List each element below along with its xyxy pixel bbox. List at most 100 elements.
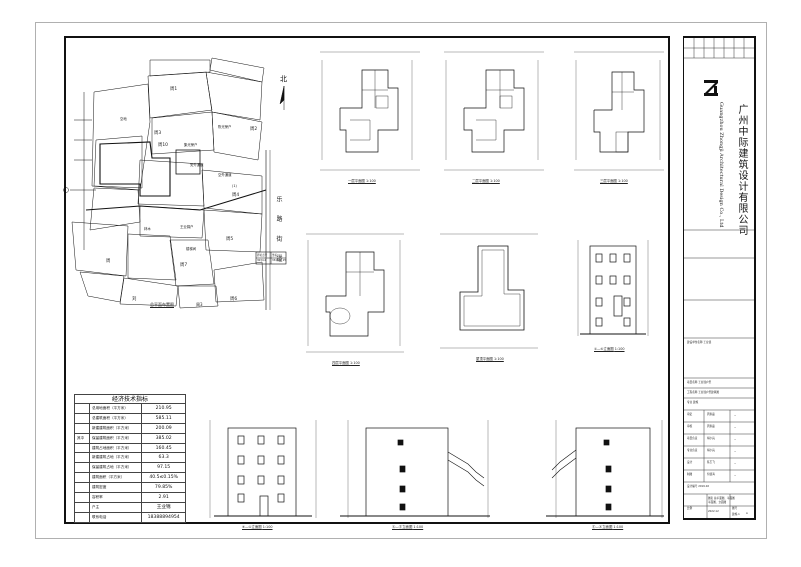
tech-label: 建筑占地面积（平方米） (88, 442, 143, 454)
tech-group-cell (74, 412, 90, 424)
title-block-lines (684, 38, 754, 518)
staff-name: 周永磊 (707, 425, 715, 428)
roof-plan (440, 233, 538, 349)
site-label: 空地 (120, 117, 127, 121)
plan-title: Ⓐ—Ⓔ立面图 1:100 (392, 525, 424, 529)
plan-title: 二层平面图 1:100 (472, 179, 500, 183)
site-plan-title: 总平面布置图 (150, 302, 174, 307)
tech-group-cell (74, 492, 90, 503)
tech-group-cell (74, 511, 90, 523)
scale-badge-val2: 3345.8, 25 (272, 259, 287, 262)
tech-label: 建筑密度 (88, 482, 143, 494)
tb-row-client: 建设单位名称 王业锦 (687, 341, 712, 344)
table-row: 总建筑面积（平方米）585.11 (74, 412, 186, 424)
tech-label: 新建建筑面积（平方米） (88, 422, 143, 434)
site-label-parcel: 周1 (170, 87, 178, 92)
plan-title: 三层平面图 1:100 (600, 179, 628, 183)
tech-value: 160.45 (141, 442, 186, 454)
table-row: 建筑面积（平方米）40.5≤0.15% (74, 472, 186, 484)
tb-row-discipline: 专业 建施 (687, 401, 699, 404)
staff-role: 审核 (687, 425, 693, 428)
table-row: 建筑占地面积（平方米）160.45 (74, 442, 186, 454)
plan-title: ①—⑥立面图 1:100 (594, 347, 625, 351)
tech-label: 联系电话 (88, 511, 143, 523)
staff-signature: ~ (734, 462, 737, 465)
tech-group-cell (74, 403, 90, 414)
staff-name: 周永磊 (707, 413, 715, 416)
staff-role: 制图 (687, 473, 693, 476)
site-label-parcel: 周5 (226, 237, 234, 242)
elevation-3 (340, 420, 490, 518)
north-label: 北 (280, 75, 287, 83)
table-row: 总用地面积（平方米）210.95 (74, 403, 186, 414)
tb-version: A (746, 512, 748, 515)
site-label-parcel: 刘 (132, 297, 137, 302)
plan-title: 一层平面图 1:100 (348, 179, 376, 183)
tb-row-drawing-name: 图名 总平面图、平面图 (708, 497, 735, 500)
tech-value: 585.11 (141, 412, 186, 424)
staff-name: 胡小兵 (707, 437, 715, 440)
tech-value: 63.3 (141, 452, 186, 464)
tech-value: 2.91 (141, 492, 186, 503)
tech-value: 79.85% (141, 482, 186, 494)
table-row: 保留建筑占地（平方米）97.15 (74, 462, 186, 474)
scale-badge-val1: 3034.4 (257, 259, 267, 262)
site-label: (1) (232, 184, 237, 188)
elevation-1 (577, 240, 649, 336)
tech-value: 18388894954 (141, 511, 186, 523)
tech-value: 210.95 (141, 403, 186, 414)
staff-signature: ~ (734, 474, 737, 477)
plan-title: Ⓔ—Ⓐ立面图 1:100 (592, 525, 624, 529)
site-label: 陈光荣户 (218, 125, 232, 129)
site-label-parcel: 周4 (232, 193, 240, 198)
staff-role: 项目负责 (687, 437, 698, 440)
tech-label: 户主 (88, 501, 143, 513)
tech-value: 王业锦 (141, 501, 186, 513)
floor-plan-4 (306, 233, 404, 353)
tech-value: 385.02 (141, 432, 186, 444)
scale-badge-right: 坐标(m) (272, 254, 282, 257)
site-label: 楼梯间 (186, 247, 197, 251)
tb-sheet-label: 图号 (732, 507, 738, 510)
tech-group-cell (74, 472, 90, 484)
site-plan (63, 57, 287, 310)
tech-group-cell (74, 482, 90, 494)
tb-row-work: 工程名称 王业锦户型建筑图 (687, 391, 719, 394)
site-label: 空外通道 (218, 173, 232, 177)
scale-badge-left: 界址点号 (257, 254, 268, 257)
tech-label: 保留建筑面积（平方米） (88, 432, 143, 444)
tech-group-cell (74, 442, 90, 454)
staff-signature: ~ (734, 438, 737, 441)
site-label: 林木 (144, 227, 151, 231)
company-name-en: Guangzhou Zhongji Architectural Design C… (718, 102, 724, 228)
staff-name: 陈玉飞 (707, 461, 715, 464)
staff-role: 设计 (687, 461, 693, 464)
site-label: 集光荣户 (184, 143, 198, 147)
plan-title: 四层平面图 1:100 (332, 361, 360, 365)
site-label-parcel: 周3 (154, 131, 162, 136)
table-row: 新建建筑面积（平方米）200.09 (74, 422, 186, 434)
tech-label: 总用地面积（平方米） (88, 403, 143, 414)
floor-plan-3 (574, 51, 664, 171)
table-row: 新建建筑占地（平方米）63.3 (74, 452, 186, 464)
tb-row-drawing-name-2: 平面图、立面图 (708, 501, 727, 504)
staff-role: 审定 (687, 413, 693, 416)
staff-signature: ~ (734, 414, 737, 417)
tb-row-design-no: 设计编号 2019-02 (687, 485, 710, 488)
plan-title: 屋顶平面图 1:100 (476, 357, 504, 361)
tech-label: 总建筑面积（平方米） (88, 412, 143, 424)
road-label: 乐 路 街 道 (275, 196, 282, 268)
table-row: 户主王业锦 (74, 501, 186, 513)
tech-group-cell (74, 501, 90, 513)
staff-signature: ~ (734, 426, 737, 429)
tb-sheet-no: 建施-1 (732, 513, 740, 516)
tech-value: 40.5≤0.15% (141, 472, 186, 484)
tb-date: 2022.12 (708, 510, 719, 513)
tech-label: 建筑面积（平方米） (88, 472, 143, 484)
site-label-parcel: 周6 (230, 297, 238, 302)
